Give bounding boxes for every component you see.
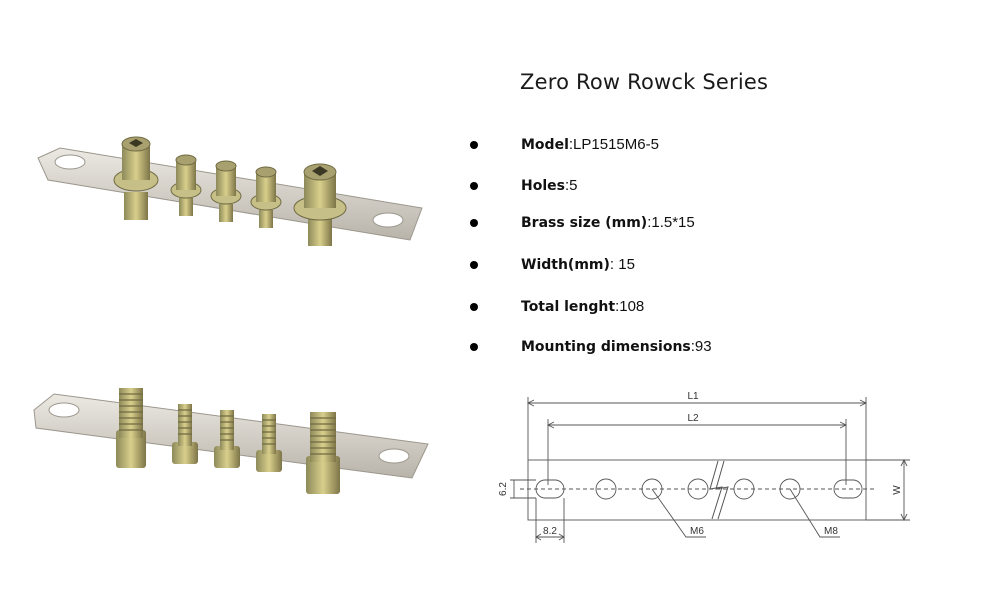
hole-5 [779, 478, 801, 500]
hole-4 [733, 478, 755, 500]
spec-label: Width(mm) [521, 257, 610, 273]
socket-small-3 [250, 166, 282, 228]
spec-total-length: Total lenght:108 [470, 298, 870, 322]
spec-width: Width(mm): 15 [470, 256, 870, 280]
stud-large-right [306, 412, 340, 494]
bullet-icon [470, 141, 478, 149]
stud-small-1 [172, 404, 198, 464]
hole-3 [687, 478, 709, 500]
spec-label: Holes [521, 178, 565, 194]
mounting-hole-left [54, 154, 86, 170]
bullet-icon [470, 343, 478, 351]
bullet-icon [470, 303, 478, 311]
socket-large-right [293, 163, 347, 246]
spec-label: Brass size (mm) [521, 215, 648, 231]
spec-label: Model [521, 137, 569, 153]
bullet-icon [470, 261, 478, 269]
product-photo-studs [33, 388, 429, 494]
socket-large-left [113, 136, 159, 220]
mounting-hole-right [378, 448, 410, 464]
bar-outline [527, 459, 867, 521]
stud-small-2 [214, 410, 240, 468]
spec-mounting-dimensions: Mounting dimensions:93 [470, 338, 870, 362]
spec-label: Total lenght [521, 299, 616, 315]
spec-brass-size: Brass size (mm):1.5*15 [470, 214, 870, 238]
spec-label: Mounting dimensions [521, 339, 691, 355]
stud-large-left [116, 388, 146, 468]
spec-value: :1.5*15 [647, 214, 695, 231]
bullet-icon [470, 182, 478, 190]
page-title: Zero Row Rowck Series [520, 70, 769, 94]
spec-value: :108 [615, 298, 645, 315]
dim-l2-label: L2 [687, 413, 699, 424]
bullet-icon [470, 219, 478, 227]
dim-hole-height-label: 6.2 [498, 482, 509, 496]
dim-l1-label: L1 [687, 391, 699, 402]
spec-value: : 15 [609, 256, 635, 273]
socket-small-1 [170, 154, 202, 216]
spec-value: :LP1515M6-5 [568, 136, 659, 153]
dim-slot-width-label: 8.2 [543, 526, 557, 537]
dim-width-label: W [892, 485, 903, 495]
mounting-hole-left [48, 402, 80, 418]
callout-m8-label: M8 [824, 526, 838, 537]
hole-2 [641, 478, 663, 500]
hole-1 [595, 478, 617, 500]
mounting-hole-right [372, 212, 404, 228]
dimension-drawing: L1 L2 6.2 8.2 W M6 M8 [498, 391, 910, 543]
slot-right [833, 479, 863, 499]
product-photo-assembled [37, 136, 423, 246]
stud-small-3 [256, 414, 282, 472]
spec-holes: Holes:5 [470, 177, 870, 201]
slot-left [535, 479, 565, 499]
spec-value: :93 [690, 338, 712, 355]
socket-small-2 [210, 160, 242, 222]
spec-value: :5 [564, 177, 578, 194]
callout-m6-label: M6 [690, 526, 704, 537]
spec-model: Model:LP1515M6-5 [470, 136, 870, 160]
